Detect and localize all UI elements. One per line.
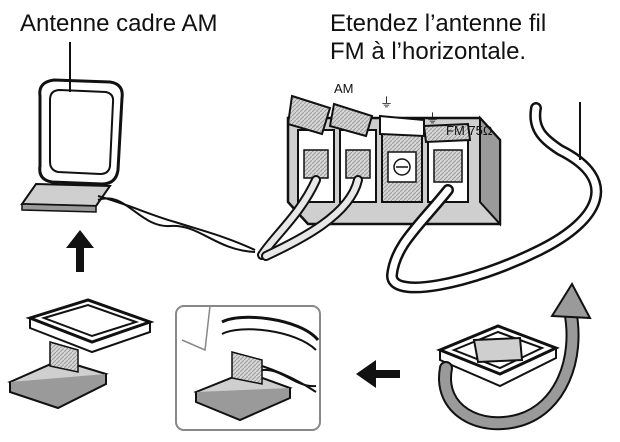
am-terminal-1-slot bbox=[304, 150, 328, 178]
left-arrow-icon bbox=[356, 360, 400, 388]
folded-stand bbox=[474, 338, 522, 362]
antenna-terminal-panel bbox=[288, 96, 500, 224]
am-lead-wire-a bbox=[98, 196, 255, 250]
ground-lever bbox=[380, 116, 424, 136]
rotation-arrow-outline bbox=[445, 310, 573, 423]
fm-instruction-line-1: Etendez l’antenne fil bbox=[330, 10, 546, 38]
fm-terminal-label: FM 75Ω bbox=[446, 124, 493, 138]
am-loop-antenna bbox=[22, 42, 255, 252]
ground-symbol-1: ⏚ bbox=[380, 96, 393, 110]
fm-instruction-line-2: FM à l’horizontale. bbox=[330, 38, 526, 66]
rotation-arrow-head-icon bbox=[552, 284, 590, 318]
am-loop-folded bbox=[440, 284, 590, 423]
ground-symbol-2: ⏚ bbox=[426, 112, 439, 126]
am-terminal-2-slot bbox=[346, 150, 370, 178]
assembled-connector bbox=[50, 342, 78, 372]
am-stand-base bbox=[22, 204, 96, 212]
am-terminal-label: AM bbox=[334, 82, 354, 96]
detail-inset bbox=[176, 306, 320, 430]
am-loop-inner bbox=[50, 90, 113, 174]
am-lead-wire-b bbox=[98, 198, 255, 252]
am-loop-stand bbox=[22, 184, 110, 206]
am-antenna-label: Antenne cadre AM bbox=[20, 10, 217, 38]
am-loop-assembled bbox=[10, 300, 150, 408]
up-arrow-icon bbox=[66, 230, 94, 272]
fm-terminal-slot bbox=[434, 150, 462, 182]
